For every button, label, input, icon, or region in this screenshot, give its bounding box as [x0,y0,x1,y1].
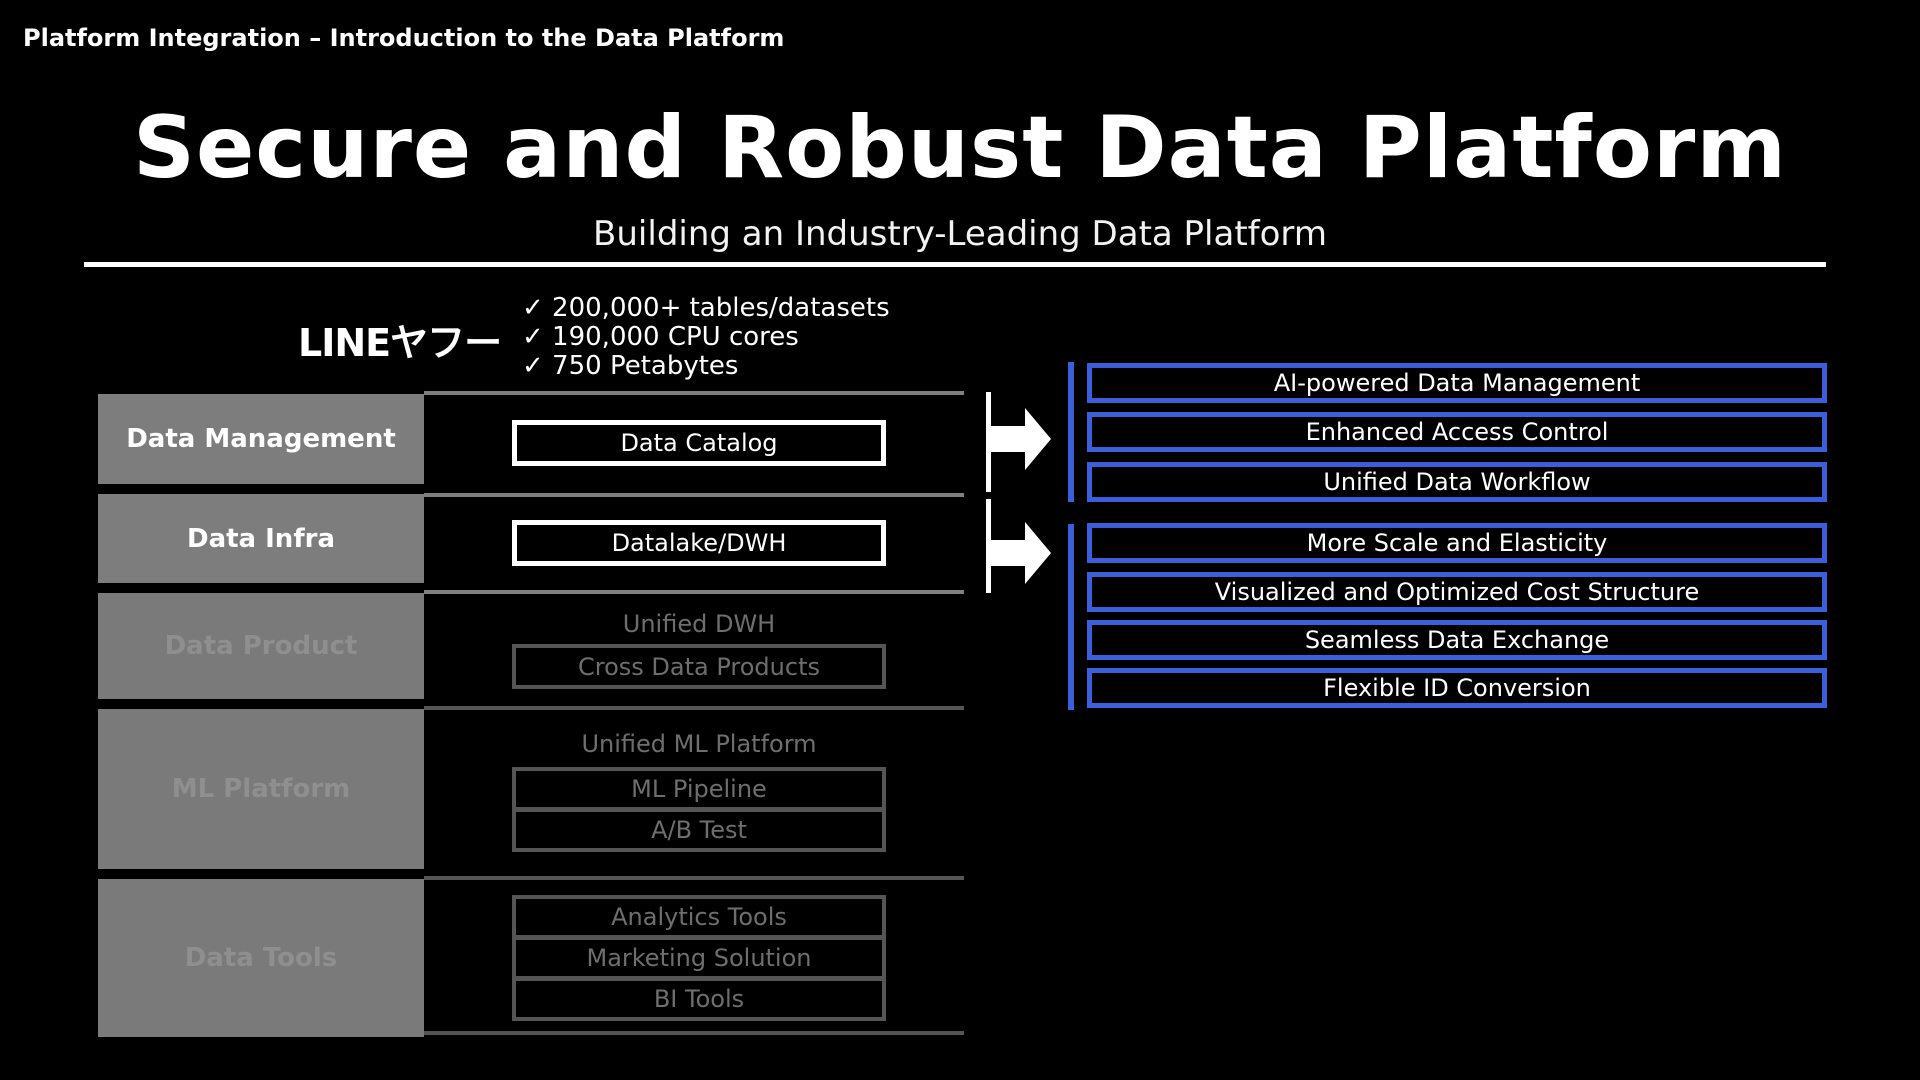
right-arrow-icon [991,522,1051,584]
ab-test-box: A/B Test [512,808,886,852]
right-arrow-icon [991,408,1051,470]
company-logo: LINEヤフー [298,321,502,365]
management-features-bar [1068,362,1074,502]
feature-ai-data-management: AI-powered Data Management [1087,363,1827,403]
ml-pipeline-box: ML Pipeline [512,767,886,811]
management-bracket [986,392,991,492]
datalake-dwh-box: Datalake/DWH [512,520,886,566]
layer-data-infra: Data Infra [98,494,424,583]
layer-divider [424,391,964,395]
stat-storage: ✓ 750 Petabytes [522,351,739,381]
analytics-tools-box: Analytics Tools [512,895,886,939]
unified-dwh-label: Unified DWH [622,610,776,638]
page-subtitle: Building an Industry-Leading Data Platfo… [593,214,1327,254]
feature-scale-elasticity: More Scale and Elasticity [1087,523,1827,563]
stat-tables: ✓ 200,000+ tables/datasets [522,293,890,323]
stats-list: ✓ 200,000+ tables/datasets ✓ 190,000 CPU… [522,294,890,381]
layer-data-product: Data Product [98,593,424,699]
layer-divider [424,876,964,880]
marketing-solution-box: Marketing Solution [512,936,886,980]
layer-data-tools: Data Tools [98,879,424,1037]
feature-cost-structure: Visualized and Optimized Cost Structure [1087,572,1827,612]
layer-divider [424,1031,964,1035]
unified-ml-platform-label: Unified ML Platform [581,730,817,758]
page-title: Secure and Robust Data Platform [133,98,1787,198]
infra-features-bar [1068,524,1074,710]
feature-data-exchange: Seamless Data Exchange [1087,620,1827,660]
layer-divider [424,590,964,594]
layer-data-management: Data Management [98,394,424,484]
stat-cpu: ✓ 190,000 CPU cores [522,322,799,352]
layer-divider [424,706,964,710]
layer-divider [424,493,964,497]
bi-tools-box: BI Tools [512,977,886,1021]
feature-data-workflow: Unified Data Workflow [1087,462,1827,502]
title-divider [84,262,1826,267]
feature-access-control: Enhanced Access Control [1087,412,1827,452]
data-catalog-box: Data Catalog [512,420,886,466]
breadcrumb: Platform Integration – Introduction to t… [23,24,785,52]
layer-ml-platform: ML Platform [98,709,424,869]
feature-id-conversion: Flexible ID Conversion [1087,668,1827,708]
infra-bracket [986,499,991,593]
cross-data-products-box: Cross Data Products [512,644,886,689]
